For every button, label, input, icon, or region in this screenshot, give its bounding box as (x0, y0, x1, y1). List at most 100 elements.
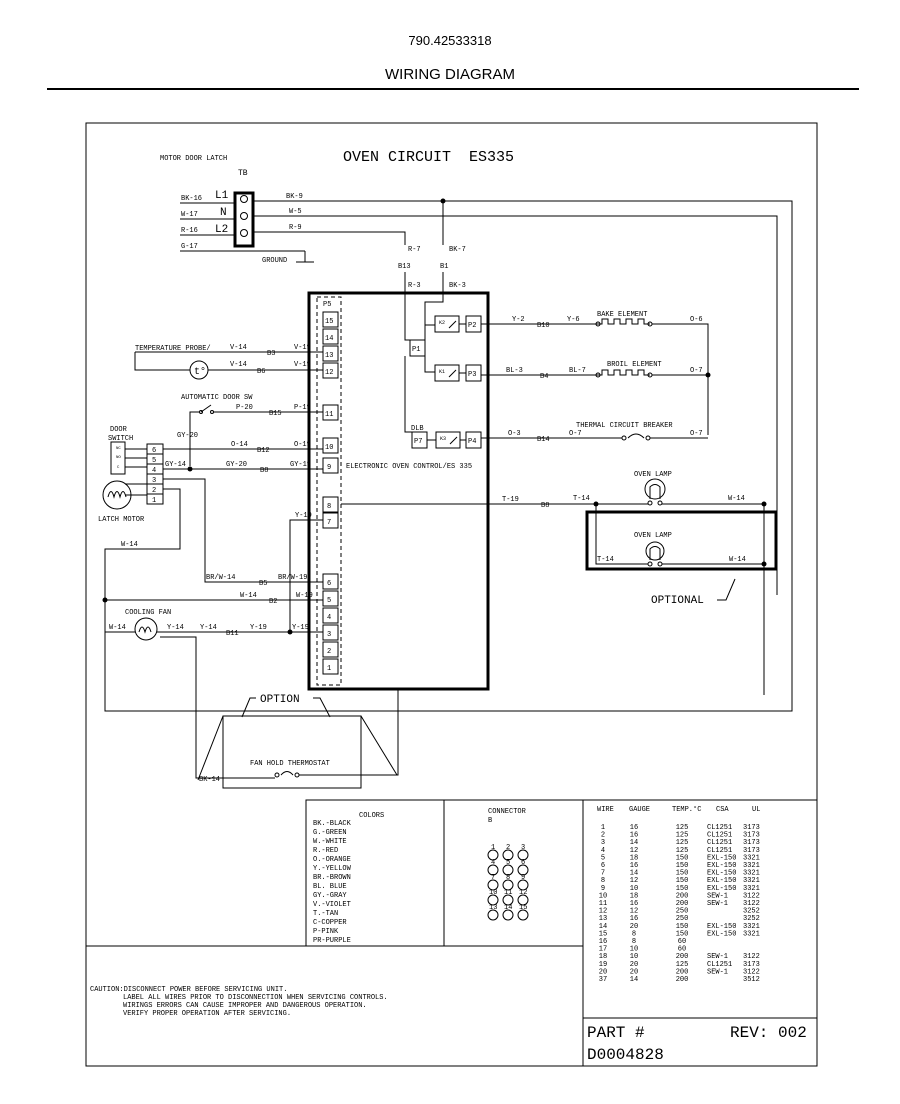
w14d-label: W-14 (240, 592, 257, 600)
wire-table-cell: 11 (599, 900, 607, 908)
wire-r9 (253, 231, 406, 245)
wire-table-cell: 3173 (743, 847, 760, 855)
rev-label: REV: 002 (730, 1024, 807, 1042)
wire-table-cell: 18 (630, 892, 638, 900)
door-switch-c: C (117, 466, 120, 470)
p5-pin-5-label: 5 (327, 597, 331, 605)
node-w14d (102, 597, 108, 603)
connector-pin (502, 879, 514, 891)
wire-table-cell: 12 (630, 908, 638, 916)
connector-pin (487, 879, 499, 891)
y2-label: Y-2 (512, 316, 525, 324)
bk3-label: BK-3 (449, 282, 466, 290)
cooling-fan (134, 617, 158, 641)
connector-pin (502, 864, 514, 876)
wire-table-cell: 150 (676, 862, 689, 870)
p5-pin-4 (322, 607, 339, 624)
w19-label: W-19 (296, 592, 313, 600)
oven-lamp-terminal-a (647, 500, 653, 506)
b11-label: B11 (226, 630, 239, 638)
temperature-probe-label: TEMPERATURE PROBE/ (135, 345, 211, 353)
connector-pin-number: 14 (504, 904, 512, 912)
wire-table-cell: 20 (630, 968, 638, 976)
wire-table-cell: 3321 (743, 870, 760, 878)
wire-table-cell: 20 (630, 923, 638, 931)
door-sw-blade (200, 404, 212, 413)
wire-table-cell: 3122 (743, 892, 760, 900)
relay-p3-label: P3 (468, 371, 476, 379)
b2-label: B2 (269, 598, 277, 606)
o7c-label: O-7 (690, 430, 703, 438)
connector-pin (487, 909, 499, 921)
tb-l1: L1 (215, 190, 229, 202)
wire-table-cell: 10 (630, 946, 638, 954)
b15-label: B15 (269, 410, 282, 418)
wire-table-header: WIRE (597, 806, 614, 814)
document-number: 790.42533318 (408, 33, 492, 48)
wire-table-cell: 16 (599, 938, 607, 946)
wire-table-cell: 200 (676, 976, 689, 984)
y19b-label: Y-19 (250, 624, 267, 632)
temperature-probe-symbol: t° (194, 366, 206, 378)
colors-list: BK.-BLACK G.-GREEN W.-WHITE R.-RED O.-OR… (313, 820, 352, 945)
ground-label: GROUND (262, 257, 287, 265)
wire-table-cell: EXL-150 (707, 923, 736, 931)
relay-k2-feed (424, 324, 435, 340)
option-leader-right (360, 715, 398, 776)
connector-pin-number: 3 (521, 844, 525, 852)
relay-k1-contact (448, 369, 457, 378)
wire-table-cell: 200 (676, 953, 689, 961)
brw19-label: BR/W-19 (278, 574, 307, 582)
fan-hold-terminal-b (294, 772, 300, 778)
b10-label: B10 (537, 322, 550, 330)
b12-label: B12 (257, 447, 270, 455)
relay-k3-label: K3 (440, 436, 446, 442)
r7-label: R-7 (408, 246, 421, 254)
t19-label: T-19 (502, 496, 519, 504)
wire-table-cell: 3252 (743, 908, 760, 916)
wire-table-cell: 8 (632, 938, 636, 946)
relay-p1 (409, 339, 426, 357)
title-rule (47, 88, 859, 90)
wire-table-cell: 7 (601, 870, 605, 878)
door-switch-label-1: DOOR (110, 426, 128, 434)
fan-hold-terminal-a (274, 772, 280, 778)
w14a-label: W-14 (728, 495, 745, 503)
wire-table-cell: EXL-150 (707, 877, 736, 885)
connector-pin (487, 864, 499, 876)
wire-table-cell: 3173 (743, 839, 760, 847)
p5-pin-11-label: 11 (325, 411, 333, 419)
wire-table-cell: CL1251 (707, 832, 732, 840)
optional-leader (717, 578, 736, 601)
connector-pin-number: 11 (504, 889, 512, 897)
brw14-label: BR/W-14 (206, 574, 235, 582)
y14b-label: Y-14 (200, 624, 217, 632)
p5-pin-9-label: 9 (327, 464, 331, 472)
g17-label: G-17 (181, 243, 198, 251)
connector-pin-number: 12 (519, 889, 527, 897)
eoc-label: ELECTRONIC OVEN CONTROL/ES 335 (346, 463, 472, 471)
b6-label: B6 (257, 368, 265, 376)
color-item: Y.-YELLOW (313, 865, 352, 873)
wire-table-cell: 250 (676, 908, 689, 916)
b8-label: B8 (541, 502, 549, 510)
wire-table-header: GAUGE (629, 806, 650, 814)
r9-label: R-9 (289, 224, 302, 232)
tb-n: N (220, 207, 227, 219)
b9-label: B8 (260, 467, 268, 475)
motor-door-latch-label: MOTOR DOOR LATCH (160, 155, 227, 163)
bake-element-terminal-a (595, 321, 601, 327)
wire-table-cell: 3122 (743, 953, 760, 961)
oven-lamp-filament (649, 484, 661, 499)
w17-label: W-17 (181, 211, 198, 219)
wire-table-cell: 3122 (743, 900, 760, 908)
t14b-label: T-14 (597, 556, 614, 564)
wire-table-cell: 5 (601, 854, 605, 862)
color-item: R.-RED (313, 847, 338, 855)
connector-pin (502, 909, 514, 921)
relay-k2-label: K2 (439, 320, 445, 326)
latch-pin-3-label: 3 (152, 477, 156, 485)
broil-element-terminal-a (595, 372, 601, 378)
color-item: BL. BLUE (313, 883, 347, 891)
